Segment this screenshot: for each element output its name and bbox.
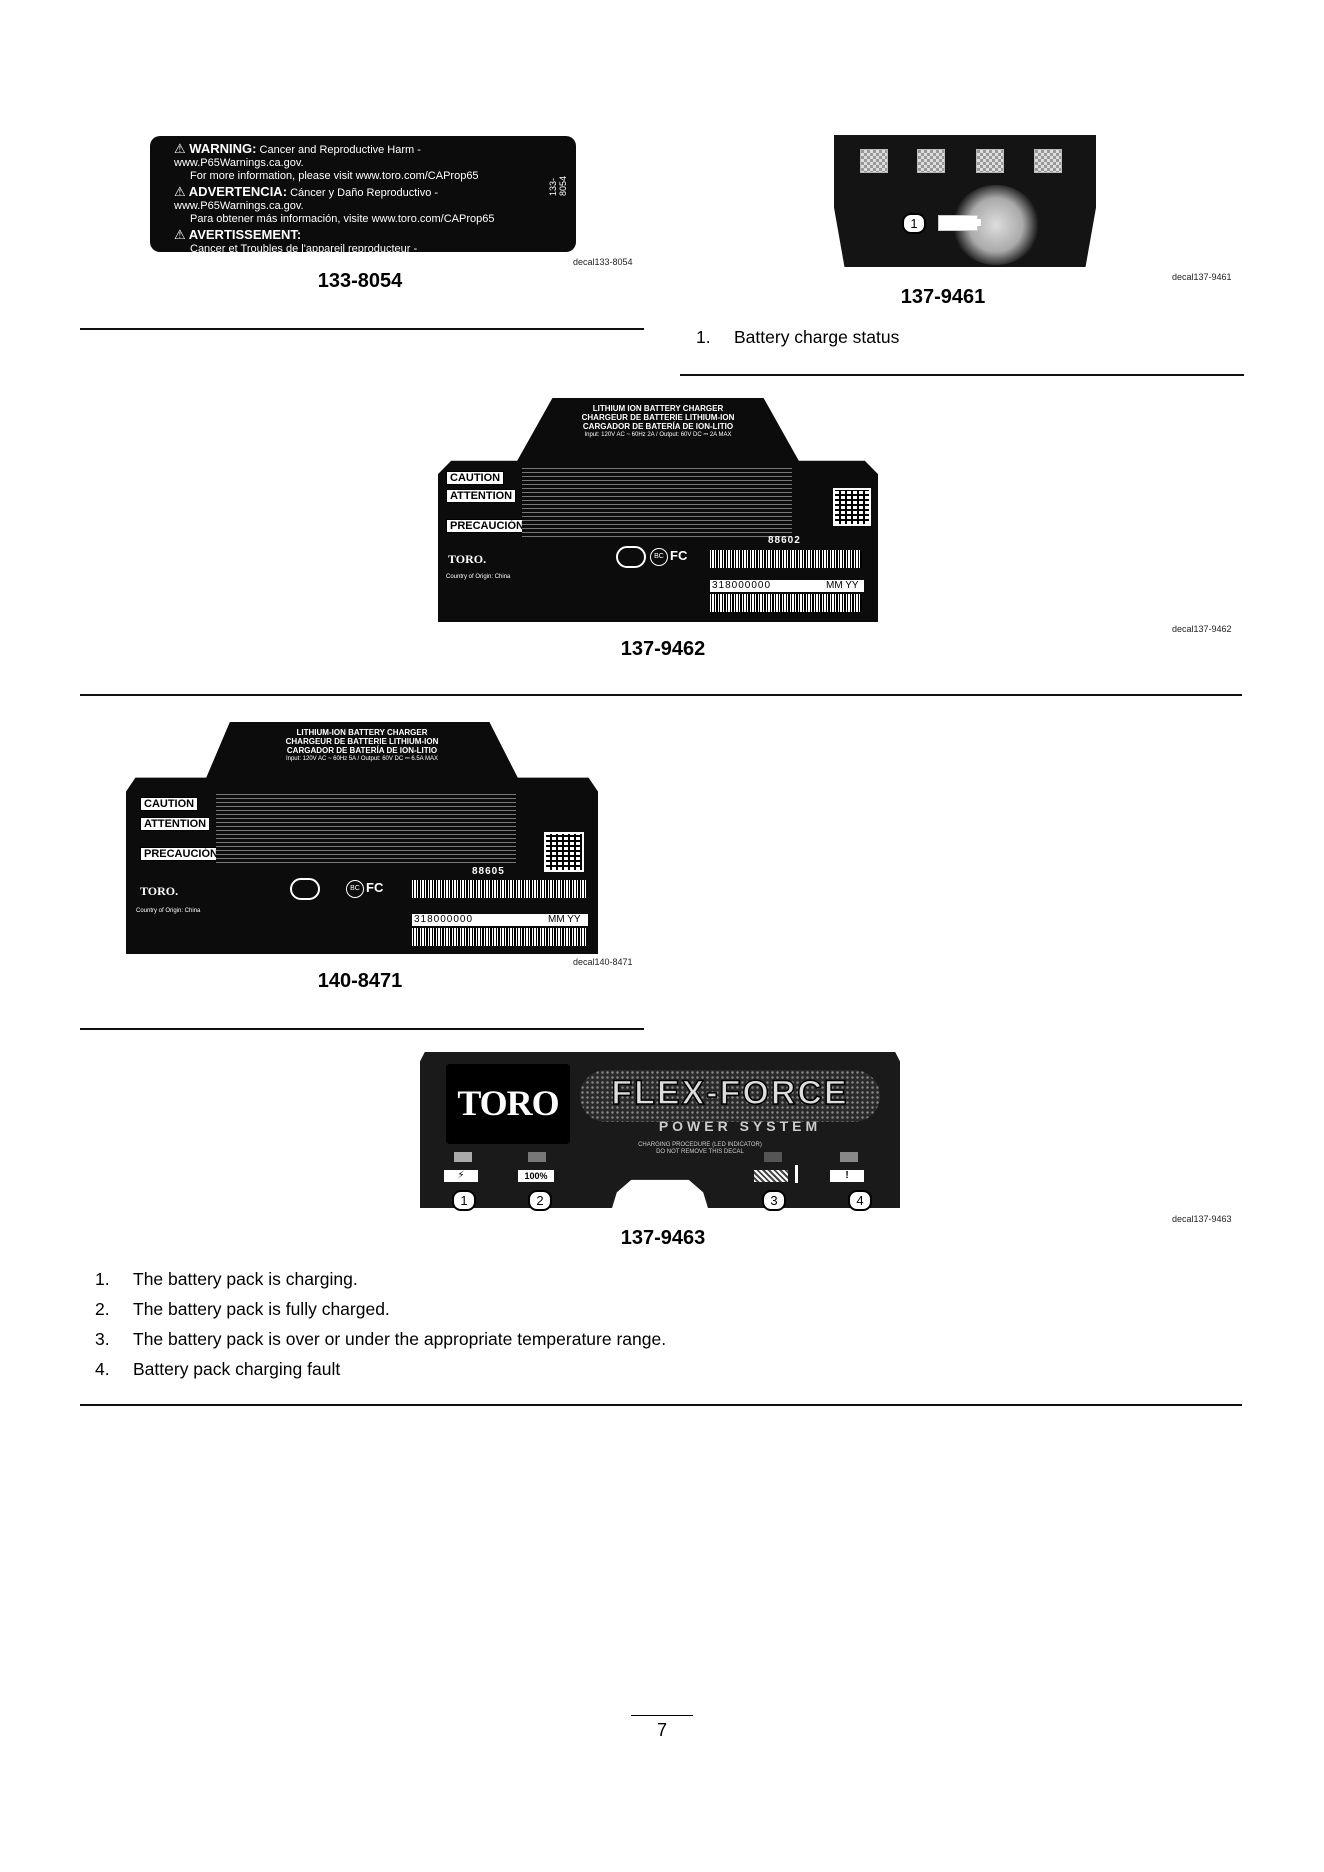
caution-tag: CAUTION <box>140 797 199 811</box>
callout-list: 1.Battery charge status <box>696 322 1256 352</box>
thermometer-icon <box>795 1165 798 1183</box>
footer-rule <box>631 1715 693 1716</box>
charger-title-es: CARGADOR DE BATERÍA DE ION-LITIO <box>582 422 734 431</box>
advertencia-title: ADVERTENCIA: <box>188 184 288 199</box>
divider <box>80 1028 644 1030</box>
model-number: 88605 <box>472 866 505 877</box>
list-item: 1.The battery pack is charging. <box>95 1269 358 1289</box>
decal-ref: decal133-8054 <box>573 257 633 267</box>
charging-procedure: CHARGING PROCEDURE (LED INDICATOR) <box>638 1142 762 1148</box>
decal-ref: decal140-8471 <box>573 957 633 967</box>
led-charging <box>454 1152 472 1162</box>
charger-title: LITHIUM-ION BATTERY CHARGER <box>296 728 428 737</box>
decal-137-9463: TORO FLEX-FORCE POWER SYSTEM CHARGING PR… <box>420 1052 900 1208</box>
charger-input: Input: 120V AC ~ 60Hz 5A / Output: 60V D… <box>285 756 439 762</box>
decal-code-label: 133-8054 <box>317 270 403 292</box>
full-battery-icon: 100% <box>518 1170 554 1182</box>
decal-code-label: 140-8471 <box>317 970 403 992</box>
led-full <box>528 1152 546 1162</box>
divider <box>680 374 1244 376</box>
origin: Country of Origin: China <box>136 908 201 914</box>
warning-text: Cancer and Reproductive Harm - www.P65Wa… <box>174 144 421 169</box>
attention-tag: ATTENTION <box>140 817 211 831</box>
toro-logo: TORO <box>457 1083 559 1123</box>
date-code: MM YY <box>548 914 581 925</box>
callout-3: 3 <box>762 1190 786 1211</box>
origin: Country of Origin: China <box>446 574 511 580</box>
callout-2: 2 <box>528 1190 552 1211</box>
list-item: 2.The battery pack is fully charged. <box>95 1299 390 1319</box>
avertissement-text-3: Pour plus d'informations, veuillez visit… <box>190 269 509 281</box>
divider <box>80 328 644 330</box>
avertissement-text-2: Cancer et Troubles de l'appareil reprodu… <box>190 243 418 268</box>
warning-title: WARNING: <box>189 141 257 156</box>
decal-code-label: 137-9461 <box>900 286 986 308</box>
led-fault <box>840 1152 858 1162</box>
callout-list: 1.The battery pack is charging. 2.The ba… <box>95 1264 995 1384</box>
battery-icon <box>938 215 978 231</box>
decal-ref: decal137-9461 <box>1172 272 1232 282</box>
precaucion-tag: PRECAUCIÓN <box>446 519 528 533</box>
callout-1: 1 <box>902 213 926 234</box>
callout-1: 1 <box>452 1190 476 1211</box>
model-number: 88602 <box>768 535 801 546</box>
advertencia-text: Cáncer y Daño Reproductivo - www.P65Warn… <box>174 187 439 212</box>
decal-137-9462: LITHIUM ION BATTERY CHARGER CHARGEUR DE … <box>438 398 878 622</box>
charger-title-es: CARGADOR DE BATERÍA DE ION-LITIO <box>286 746 438 755</box>
decal-137-9461 <box>834 135 1096 267</box>
page-number: 7 <box>656 1720 667 1740</box>
charger-title: LITHIUM ION BATTERY CHARGER <box>592 404 724 413</box>
temperature-battery-icon <box>754 1170 788 1182</box>
charger-title-fr: CHARGEUR DE BATTERIE LITHIUM-ION <box>581 413 735 422</box>
charger-input: Input: 120V AC ~ 60Hz 2A / Output: 60V D… <box>584 432 732 438</box>
divider <box>80 1404 1242 1406</box>
power-system-subtitle: POWER SYSTEM <box>658 1118 822 1134</box>
decal-133-8054: ⚠ WARNING: Cancer and Reproductive Harm … <box>150 136 576 281</box>
toro-logo: TORO. <box>140 884 179 898</box>
list-item: 4.Battery pack charging fault <box>95 1359 341 1379</box>
serial-number: 318000000 <box>414 914 474 925</box>
decal-ref: decal137-9462 <box>1172 624 1232 634</box>
decal-ref: decal137-9463 <box>1172 1214 1232 1224</box>
list-item: 3.The battery pack is over or under the … <box>95 1329 667 1349</box>
caution-tag: CAUTION <box>446 471 505 485</box>
toro-logo: TORO. <box>448 552 487 566</box>
decal-140-8471: LITHIUM-ION BATTERY CHARGER CHARGEUR DE … <box>126 722 598 954</box>
fault-battery-icon: ! <box>830 1170 864 1182</box>
decal-code-label: 137-9463 <box>620 1227 706 1249</box>
precaucion-tag: PRECAUCIÓN <box>140 847 222 861</box>
warning-text-2: For more information, please visit www.t… <box>190 170 479 182</box>
charger-title-fr: CHARGEUR DE BATTERIE LITHIUM-ION <box>285 737 439 746</box>
flex-force-title: FLEX-FORCE <box>611 1073 849 1113</box>
charging-battery-icon: ⚡ <box>444 1170 478 1182</box>
led-temperature <box>764 1152 782 1162</box>
decal-side-code: 133-8054 <box>548 175 568 196</box>
avertissement-title: AVERTISSEMENT: <box>188 227 302 242</box>
list-item: 1.Battery charge status <box>696 327 900 347</box>
date-code: MM YY <box>826 580 859 591</box>
serial-number: 318000000 <box>712 580 772 591</box>
attention-tag: ATTENTION <box>446 489 517 503</box>
decal-code-label: 137-9462 <box>620 638 706 660</box>
callout-4: 4 <box>848 1190 872 1211</box>
advertencia-text-2: Para obtener más información, visite www… <box>190 213 495 225</box>
divider <box>80 694 1242 696</box>
